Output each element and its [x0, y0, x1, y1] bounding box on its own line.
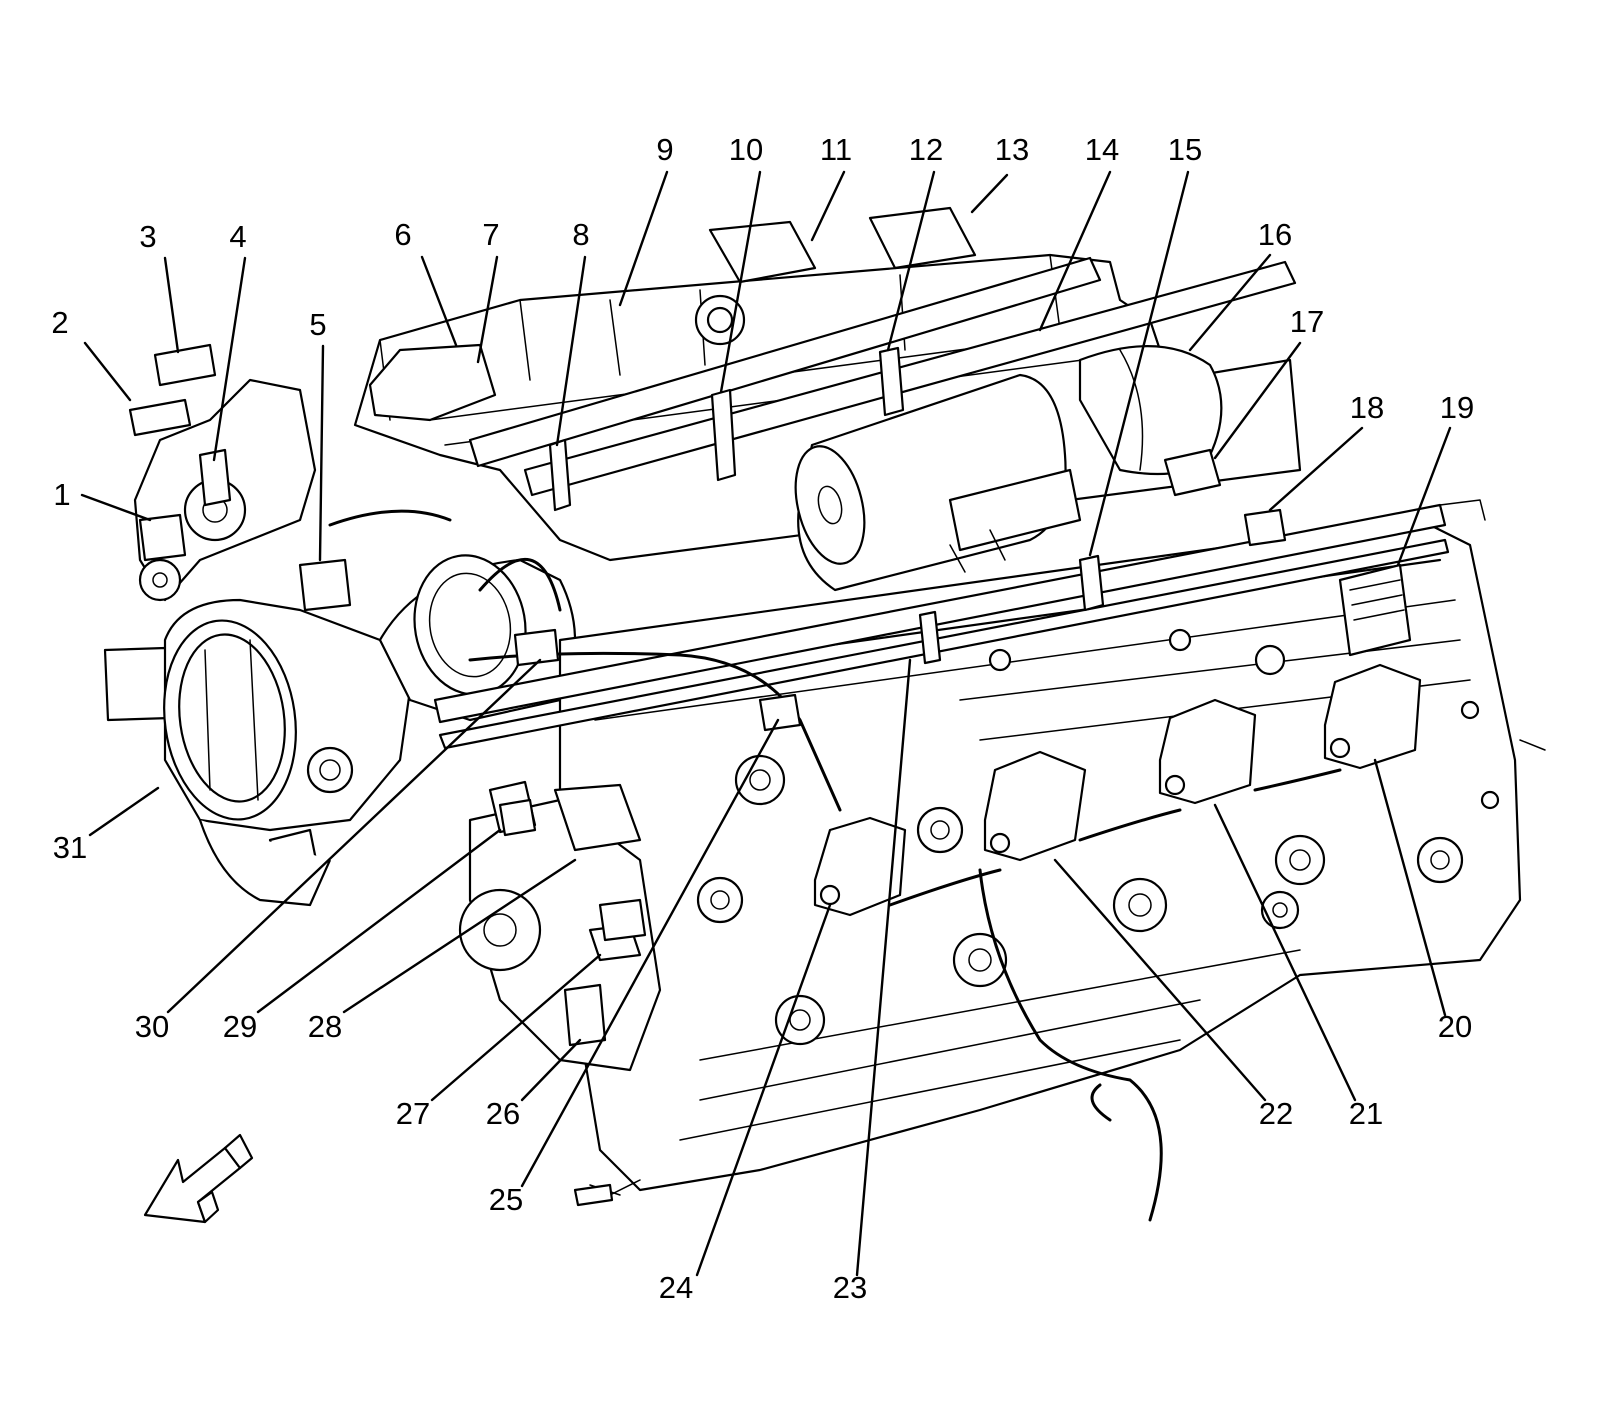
callout-label-24: 24 — [659, 1270, 693, 1305]
callout-leader-11 — [810, 170, 846, 242]
callout-label-10: 10 — [729, 132, 763, 167]
callout-label-20: 20 — [1438, 1009, 1472, 1044]
callout-label-31: 31 — [53, 830, 87, 865]
callout-leader-29 — [256, 828, 502, 1014]
callout-label-11: 11 — [820, 132, 852, 167]
callout-leader-22 — [1053, 858, 1267, 1102]
callout-label-4: 4 — [229, 219, 246, 254]
callout-label-3: 3 — [139, 219, 156, 254]
callout-leader-1 — [80, 493, 152, 522]
callout-leader-2 — [83, 341, 132, 402]
callout-leader-9 — [618, 170, 669, 307]
callout-label-15: 15 — [1168, 132, 1202, 167]
callout-label-23: 23 — [833, 1270, 867, 1305]
callout-label-5: 5 — [309, 307, 326, 342]
callout-leader-31 — [88, 786, 160, 837]
callout-leader-21 — [1213, 803, 1357, 1102]
callout-leader-25 — [520, 718, 780, 1188]
callout-leader-17 — [1213, 341, 1302, 460]
callout-leader-4 — [212, 256, 247, 462]
callout-label-16: 16 — [1258, 217, 1292, 252]
callout-leader-28 — [342, 858, 577, 1014]
callout-label-19: 19 — [1440, 390, 1474, 425]
callout-label-2: 2 — [51, 305, 68, 340]
callout-label-21: 21 — [1349, 1096, 1383, 1131]
callout-leader-18 — [1268, 426, 1364, 512]
callout-leader-20 — [1373, 758, 1447, 1017]
callout-label-8: 8 — [572, 217, 589, 252]
callout-label-28: 28 — [308, 1009, 342, 1044]
callout-leader-23 — [855, 658, 912, 1277]
callout-label-26: 26 — [486, 1096, 520, 1131]
callout-leader-8 — [555, 255, 587, 447]
callout-leader-13 — [970, 173, 1009, 214]
callout-label-17: 17 — [1290, 304, 1324, 339]
callout-leader-7 — [476, 255, 499, 364]
callout-leader-12 — [886, 170, 936, 352]
callout-label-13: 13 — [995, 132, 1029, 167]
callout-leader-10 — [719, 170, 762, 394]
callout-leader-16 — [1188, 253, 1272, 352]
callout-leader-30 — [166, 658, 542, 1014]
callout-label-18: 18 — [1350, 390, 1384, 425]
engine-illustration — [103, 206, 1546, 1222]
callout-label-12: 12 — [909, 132, 943, 167]
callout-label-6: 6 — [394, 217, 411, 252]
callout-leader-6 — [420, 255, 458, 347]
callout-label-1: 1 — [53, 477, 70, 512]
callout-label-27: 27 — [396, 1096, 430, 1131]
callout-leader-14 — [1038, 170, 1112, 332]
front-direction-arrow-icon — [143, 1133, 254, 1224]
callout-leader-3 — [163, 256, 180, 354]
callout-label-9: 9 — [656, 132, 673, 167]
callout-label-22: 22 — [1259, 1096, 1293, 1131]
callout-leader-19 — [1396, 426, 1452, 567]
callout-leader-15 — [1088, 170, 1190, 557]
callout-label-14: 14 — [1085, 132, 1119, 167]
callout-leader-27 — [430, 953, 602, 1102]
callout-label-30: 30 — [135, 1009, 169, 1044]
callout-leader-5 — [318, 344, 325, 562]
callout-leader-24 — [695, 903, 832, 1277]
callout-leader-26 — [520, 1038, 582, 1102]
callout-label-29: 29 — [223, 1009, 257, 1044]
callout-label-7: 7 — [482, 217, 499, 252]
callout-label-25: 25 — [489, 1182, 523, 1217]
